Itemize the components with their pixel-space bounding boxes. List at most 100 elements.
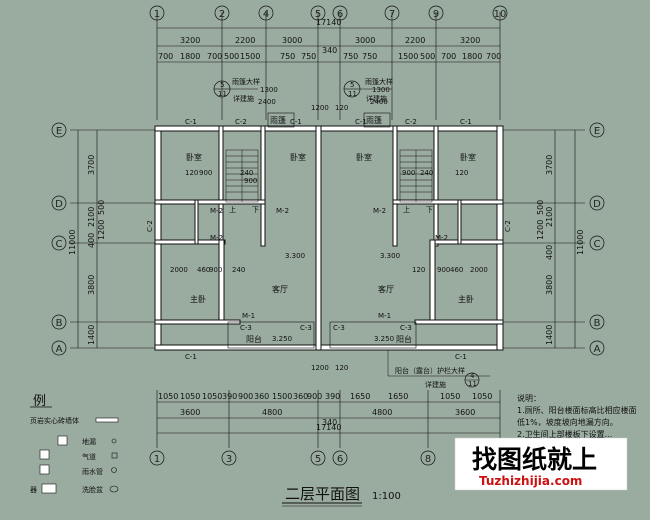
- svg-text:2400: 2400: [370, 98, 388, 106]
- room-living-right: 客厅: [378, 284, 394, 294]
- svg-text:460: 460: [197, 266, 210, 274]
- svg-text:1300: 1300: [260, 86, 278, 94]
- legend-item-rainpipe: 雨水管: [82, 467, 103, 476]
- notes-heading: 说明：: [517, 393, 541, 403]
- dim-top-mid: 340: [322, 46, 337, 55]
- stair-up-label: 上: [403, 205, 410, 214]
- dim-top2-7: 750: [301, 52, 316, 61]
- dim-120-bottom: 120: [335, 364, 348, 372]
- axis-top-7: 7: [389, 9, 395, 20]
- legend-item-wall: 页岩实心砖墙体: [30, 416, 79, 425]
- room-master-left: 主卧: [190, 294, 206, 304]
- dim-top-5: 2200: [405, 36, 425, 45]
- walls-left-unit: [154, 125, 322, 351]
- axis-left-E: E: [56, 126, 62, 137]
- room-bedroom-left-1: 卧室: [186, 152, 202, 162]
- svg-text:1650: 1650: [388, 392, 408, 401]
- dim-1200-bottom: 1200: [311, 364, 329, 372]
- room-balcony-right: 阳台: [396, 334, 412, 344]
- svg-text:460: 460: [450, 266, 463, 274]
- svg-text:4800: 4800: [262, 408, 282, 417]
- top-axis-bubbles: [149, 5, 508, 21]
- dim-top-overall: 17140: [316, 18, 341, 27]
- legend: 例 页岩实心砖墙体 地漏 气道 雨水管 器 洗脸盆: [30, 394, 119, 494]
- svg-text:360: 360: [293, 392, 308, 401]
- scale-text: 1:100: [372, 491, 401, 502]
- right-dimensions: [500, 129, 585, 349]
- dim-top2-11: 500: [420, 52, 435, 61]
- room-canopy-left: 雨篷: [270, 115, 286, 125]
- dim-top2-12: 700: [441, 52, 456, 61]
- watermark-en: Tuzhizhijia.com: [479, 474, 582, 488]
- svg-text:390: 390: [222, 392, 237, 401]
- axis-top-9: 9: [433, 9, 439, 20]
- axis-top-2: 2: [219, 9, 225, 20]
- axis-left-C: C: [56, 239, 63, 250]
- axis-right-C: C: [594, 239, 601, 250]
- right-axis-labels: E D C B A: [593, 126, 601, 355]
- interior-dims: 120 900 240 900 900 240 120 2000 460 900…: [170, 169, 488, 343]
- svg-text:5: 5: [315, 454, 321, 465]
- dim-top-1: 3200: [180, 36, 200, 45]
- svg-text:1400: 1400: [87, 325, 96, 345]
- svg-text:390: 390: [325, 392, 340, 401]
- svg-text:240: 240: [240, 169, 253, 177]
- stair-right: [399, 149, 433, 203]
- svg-text:C-2: C-2: [146, 220, 154, 232]
- balcony-rail-label: 阳台（露台）护栏大样: [395, 366, 465, 375]
- svg-text:8: 8: [425, 454, 431, 465]
- right-axis-bubbles: [589, 122, 605, 356]
- dim-top2-1: 700: [158, 52, 173, 61]
- svg-text:1200: 1200: [536, 220, 545, 240]
- svg-text:2400: 2400: [258, 98, 276, 106]
- dim-top2-4: 500: [224, 52, 239, 61]
- svg-text:120: 120: [412, 266, 425, 274]
- svg-text:900: 900: [437, 266, 450, 274]
- svg-text:340: 340: [322, 418, 337, 427]
- svg-text:240: 240: [420, 169, 433, 177]
- stair-up-label: 上: [229, 205, 236, 214]
- dim-1200-top: 1200: [311, 104, 329, 112]
- axis-top-5: 5: [315, 9, 321, 20]
- svg-text:3600: 3600: [455, 408, 475, 417]
- room-balcony-left: 阳台: [246, 334, 262, 344]
- top-dim-texts: 17140 3200 2200 3000 3000 2200 3200 340 …: [158, 18, 501, 61]
- svg-text:500: 500: [97, 200, 106, 215]
- axis-left-B: B: [56, 318, 63, 329]
- svg-text:500: 500: [536, 200, 545, 215]
- room-living-left: 客厅: [272, 284, 288, 294]
- balcony-right: [329, 321, 417, 349]
- balcony-left: [227, 321, 315, 349]
- axis-top-1: 1: [154, 9, 160, 20]
- svg-text:3700: 3700: [87, 155, 96, 175]
- dim-top2-10: 1500: [398, 52, 418, 61]
- svg-text:1: 1: [154, 454, 160, 465]
- svg-text:120: 120: [455, 169, 468, 177]
- svg-text:3800: 3800: [87, 275, 96, 295]
- svg-text:6: 6: [337, 454, 343, 465]
- axis-right-B: B: [594, 318, 601, 329]
- svg-text:900: 900: [244, 177, 257, 185]
- wall-swatch-icon: [95, 417, 119, 423]
- axis-top-4: 4: [263, 9, 269, 20]
- svg-text:1300: 1300: [372, 86, 390, 94]
- svg-text:M-2: M-2: [276, 207, 289, 215]
- svg-text:C-2: C-2: [235, 118, 247, 126]
- axis-right-E: E: [594, 126, 600, 137]
- svg-text:900: 900: [402, 169, 415, 177]
- stair-down-label: 下: [252, 206, 259, 214]
- svg-text:1050: 1050: [202, 392, 222, 401]
- dim-top2-8: 750: [343, 52, 358, 61]
- svg-text:900: 900: [209, 266, 222, 274]
- svg-text:4800: 4800: [372, 408, 392, 417]
- svg-text:M-1: M-1: [378, 312, 391, 320]
- notes-line-1: 1.厕所、阳台楼面标高比相应楼面: [517, 405, 637, 415]
- svg-text:C-1: C-1: [185, 353, 197, 361]
- room-canopy-right: 雨篷: [366, 115, 382, 125]
- top-dimensions: [156, 12, 501, 120]
- elev-balcony-left: 3.250: [272, 335, 292, 343]
- stair-down-label: 下: [426, 206, 433, 214]
- svg-text:900: 900: [238, 392, 253, 401]
- axis-left-D: D: [55, 199, 63, 210]
